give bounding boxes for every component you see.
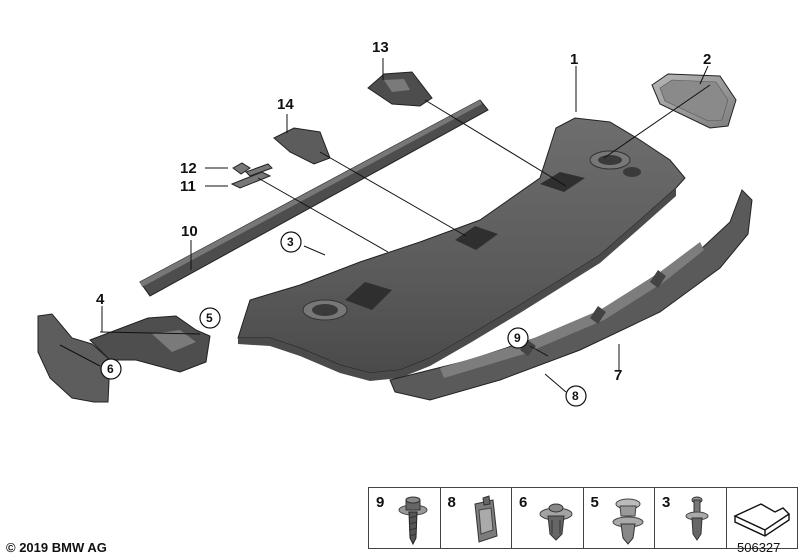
svg-text:8: 8 — [572, 389, 579, 403]
cover-14 — [273, 127, 331, 165]
push-clip-icon — [612, 498, 643, 545]
fastener-panel: 9 8 6 5 — [368, 487, 798, 549]
callout-2: 2 — [703, 51, 711, 68]
callout-1: 1 — [570, 51, 578, 68]
fastener-cell-6: 6 — [512, 488, 584, 548]
svg-text:3: 3 — [287, 235, 294, 249]
lower-trim — [389, 189, 753, 401]
circled-callout-5: 5 — [199, 307, 221, 329]
expanding-rivet-icon — [539, 503, 573, 541]
speaker-grille — [651, 73, 737, 129]
callout-13: 13 — [372, 39, 389, 56]
callout-12: 12 — [180, 160, 197, 177]
leader-lines — [59, 58, 711, 393]
circled-callout-8: 8 — [565, 385, 587, 407]
circled-callout-3: 3 — [280, 231, 302, 253]
callout-7: 7 — [614, 367, 622, 384]
clips-11-12 — [230, 162, 273, 189]
fastener-number: 9 — [376, 494, 385, 511]
fastener-cell-9: 9 — [369, 488, 441, 548]
circled-callout-6: 6 — [100, 358, 122, 380]
callout-11: 11 — [180, 178, 196, 195]
fastener-cell-8: 8 — [441, 488, 512, 548]
fastener-cell-symbol — [727, 488, 798, 548]
callout-4: 4 — [96, 291, 105, 308]
svg-text:5: 5 — [206, 311, 213, 325]
callout-14: 14 — [277, 96, 294, 113]
side-trim-left — [37, 313, 211, 403]
fastener-cell-3: 3 — [655, 488, 727, 548]
callout-10: 10 — [181, 223, 198, 240]
fastener-cell-5: 5 — [584, 488, 655, 548]
expanding-rivet-small-icon — [685, 496, 709, 541]
svg-text:9: 9 — [514, 331, 521, 345]
bolt-with-washer-icon — [398, 496, 428, 546]
cover-13 — [367, 71, 433, 107]
parts-diagram: 1 2 13 14 12 11 10 4 7 3 5 6 9 8 — [37, 39, 753, 407]
spring-nut-clip-icon — [473, 495, 498, 543]
svg-text:6: 6 — [107, 362, 114, 376]
part-symbol-icon — [732, 503, 790, 537]
parcel-shelf — [237, 117, 686, 381]
fastener-number: 8 — [447, 494, 456, 511]
seal-strip — [139, 99, 489, 297]
copyright-text: © 2019 BMW AG — [6, 540, 107, 555]
fastener-number: 6 — [519, 494, 528, 511]
fastener-number: 5 — [590, 494, 599, 511]
fastener-number: 3 — [662, 494, 671, 511]
document-number: 506327 — [737, 540, 781, 555]
circled-callout-9: 9 — [507, 327, 529, 349]
